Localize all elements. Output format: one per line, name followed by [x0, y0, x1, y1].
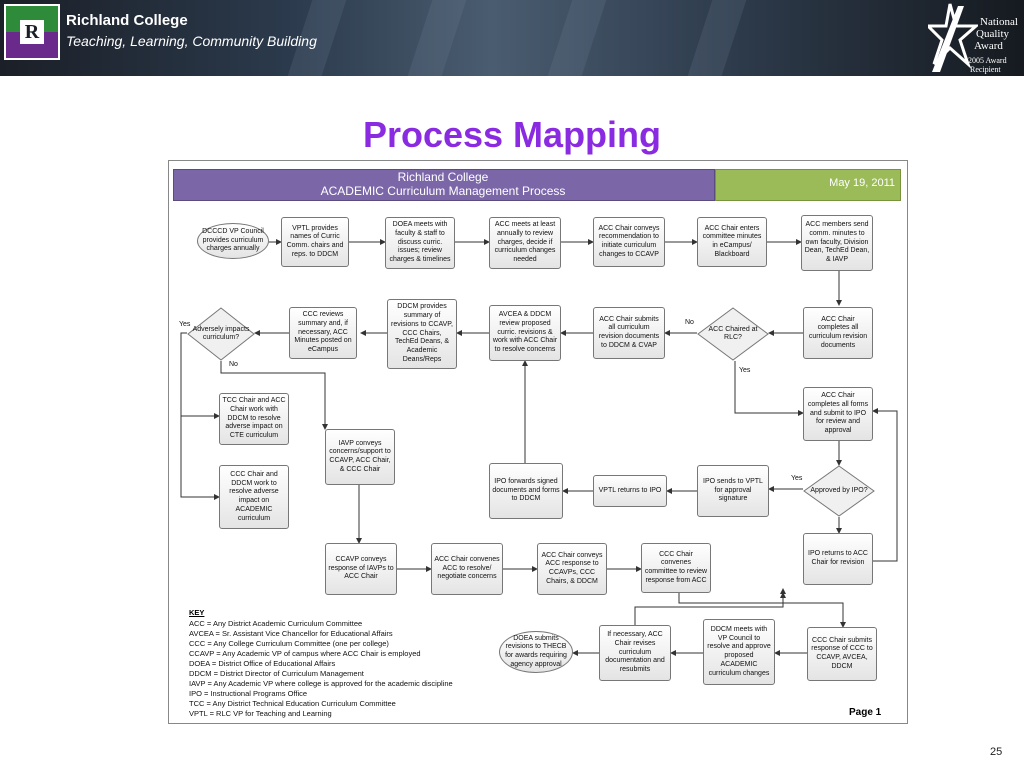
process-step-node: ACC meets at least annually to review ch… — [489, 217, 561, 269]
award-text: National — [980, 16, 1018, 28]
diagram-subtitle: ACADEMIC Curriculum Management Process — [320, 184, 566, 198]
key-entry: AVCEA = Sr. Assistant Vice Chancellor fo… — [189, 629, 393, 638]
award-text: 2005 Award — [968, 56, 1007, 65]
diagram-date: May 19, 2011 — [829, 177, 895, 189]
key-entry: CCAVP = Any Academic VP of campus where … — [189, 649, 421, 658]
process-step-node: DDCM provides summary of revisions to CC… — [387, 299, 457, 369]
process-step-node: ACC Chair completes all curriculum revis… — [803, 307, 873, 359]
banner-decoration — [407, 0, 467, 76]
college-tagline: Teaching, Learning, Community Building — [66, 33, 317, 49]
process-step-node: TCC Chair and ACC Chair work with DDCM t… — [219, 393, 289, 445]
process-diagram: Richland College ACADEMIC Curriculum Man… — [168, 160, 908, 724]
edge-label-no: No — [229, 361, 238, 368]
slide-number: 25 — [990, 746, 1003, 758]
diagram-title: Richland College — [397, 170, 489, 184]
decision-label: ACC Chaired at RLC? — [708, 325, 758, 341]
process-step-node: IPO returns to ACC Chair for revision — [803, 533, 873, 585]
process-step-node: ACC members send comm. minutes to own fa… — [801, 215, 873, 271]
key-entry: ACC = Any District Academic Curriculum C… — [189, 619, 363, 628]
slide-title: Process Mapping — [362, 114, 662, 155]
process-step-node: ACC Chair completes all forms and submit… — [803, 387, 873, 441]
key-entry: CCC = Any College Curriculum Committee (… — [189, 639, 389, 648]
key-entry: IAVP = Any Academic VP where college is … — [189, 679, 453, 688]
decision-node: Adversely impacts curriculum? — [187, 307, 255, 361]
award-text: Award — [974, 40, 1003, 52]
process-step-node: ACC Chair enters committee minutes in eC… — [697, 217, 767, 267]
edge-label-yes: Yes — [791, 475, 803, 482]
key-entry: DDCM = District Director of Curriculum M… — [189, 669, 364, 678]
star-icon — [928, 3, 978, 72]
quality-award-logo: National Quality Award 2005 Award Recipi… — [928, 2, 1020, 74]
process-step-node: VPTL provides names of Curric Comm. chai… — [281, 217, 349, 267]
key-entry: DOEA = District Office of Educational Af… — [189, 659, 336, 668]
banner-decoration — [547, 0, 607, 76]
banner-decoration — [687, 0, 747, 76]
connector-lines — [180, 239, 898, 656]
process-step-node: ACC Chair conveys recommendation to init… — [593, 217, 665, 267]
process-step-node: AVCEA & DDCM review proposed curric. rev… — [489, 305, 561, 361]
key-entry: IPO = Instructional Programs Office — [189, 689, 308, 698]
decision-node: Approved by IPO? — [803, 465, 875, 517]
process-step-node: CCAVP conveys response of IAVPs to ACC C… — [325, 543, 397, 595]
award-text: Recipient — [970, 65, 1001, 74]
process-step-node: IPO forwards signed documents and forms … — [489, 463, 563, 519]
decision-node: ACC Chaired at RLC? — [697, 307, 769, 361]
edge-label-yes: Yes — [739, 367, 751, 374]
diagram-title-bar — [173, 169, 715, 201]
diagram-page-label: Page 1 — [849, 707, 882, 718]
process-step-node: ACC Chair convenes ACC to resolve/ negot… — [431, 543, 503, 595]
process-step-node: CCC Chair and DDCM work to resolve adver… — [219, 465, 289, 529]
college-logo: R — [4, 4, 60, 60]
process-end-node: DOEA submits revisions to THECB for awar… — [499, 631, 573, 673]
process-step-node: CCC Chair convenes committee to review r… — [641, 543, 711, 593]
process-step-node: CCC reviews summary and, if necessary, A… — [289, 307, 357, 359]
edge-label-yes: Yes — [179, 321, 191, 328]
logo-letter: R — [20, 20, 44, 44]
process-step-node: IPO sends to VPTL for approval signature — [697, 465, 769, 517]
edge-label-no: No — [685, 319, 694, 326]
process-step-node: If necessary, ACC Chair revises curricul… — [599, 625, 671, 681]
decision-label: Adversely impacts curriculum? — [192, 325, 250, 341]
key-entry: VPTL = RLC VP for Teaching and Learning — [189, 709, 332, 718]
key-entry: TCC = Any District Technical Education C… — [189, 699, 396, 708]
key-title: KEY — [189, 608, 205, 617]
diagram-date-bar — [715, 169, 901, 201]
process-step-node: IAVP conveys concerns/support to CCAVP, … — [325, 429, 395, 485]
college-name: Richland College — [66, 12, 188, 29]
decision-label: Approved by IPO? — [810, 486, 868, 494]
award-text: Quality — [976, 28, 1009, 40]
process-step-node: ACC Chair submits all curriculum revisio… — [593, 307, 665, 359]
process-step-node: DOEA meets with faculty & staff to discu… — [385, 217, 455, 269]
process-step-node: DDCM meets with VP Council to resolve an… — [703, 619, 775, 685]
process-start-node: DCCCD VP Council provides curriculum cha… — [197, 223, 269, 259]
process-step-node: VPTL returns to IPO — [593, 475, 667, 507]
process-step-node: CCC Chair submits response of CCC to CCA… — [807, 627, 877, 681]
header-banner: R Richland College Teaching, Learning, C… — [0, 0, 1024, 76]
process-step-node: ACC Chair conveys ACC response to CCAVPs… — [537, 543, 607, 595]
